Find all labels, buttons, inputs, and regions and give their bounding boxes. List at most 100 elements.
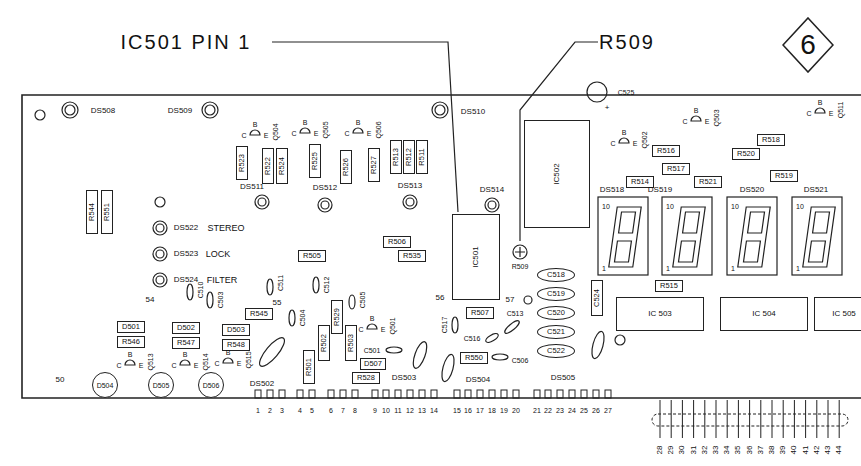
component-outline: D502 — [172, 322, 200, 334]
part-label: IC 503 — [648, 310, 672, 318]
connector-pin-number: 12 — [406, 407, 414, 414]
component-outline: D505 — [148, 372, 174, 398]
leader-line — [520, 42, 598, 241]
component-label: Q504 — [272, 123, 279, 140]
connector-pin-number: 19 — [500, 407, 508, 414]
component-label: E — [633, 140, 638, 147]
component-outline: C519 — [537, 287, 575, 301]
part-label: C522 — [547, 347, 565, 355]
component-outline: R503 — [345, 325, 357, 361]
component-label: DS511 — [240, 183, 264, 191]
component-outline: R512 — [403, 140, 415, 174]
component-outline: R507 — [466, 307, 494, 319]
component-label: E — [829, 110, 834, 117]
part-label: R535 — [403, 252, 421, 260]
component-outline: R518 — [757, 134, 785, 146]
component-label: Q506 — [375, 121, 382, 138]
component-label: Q503 — [713, 109, 720, 126]
component-label: C — [171, 362, 176, 369]
component-label: STEREO — [207, 224, 244, 233]
component-outline: D501 — [117, 321, 145, 333]
component-label: DS502 — [250, 380, 274, 388]
component-label: C501 — [364, 347, 381, 354]
part-label: R505 — [303, 252, 321, 260]
connector-pin-number: 43 — [824, 446, 832, 455]
component-label: B — [128, 351, 133, 358]
connector-pin-number: 13 — [418, 407, 426, 414]
component-label: DS514 — [480, 186, 504, 194]
part-label: R507 — [471, 309, 489, 317]
connector-pin-number: 2 — [268, 407, 272, 414]
component-outline: R545 — [245, 308, 273, 320]
component-label: DS521 — [804, 186, 828, 194]
component-label: C511 — [277, 275, 284, 291]
component-label: 1 — [602, 265, 606, 272]
part-label: C521 — [547, 328, 565, 336]
component-label: E — [367, 130, 372, 137]
component-label: C — [214, 360, 219, 367]
component-outline: D503 — [222, 324, 250, 336]
component-label: C503 — [217, 292, 224, 309]
component-label: E — [237, 360, 242, 367]
component-outline: R526 — [340, 150, 352, 184]
component-label: DS503 — [392, 374, 416, 382]
connector-pin-number: 37 — [757, 446, 765, 455]
part-label: R545 — [250, 310, 268, 318]
part-label: D505 — [153, 382, 170, 389]
connector-pin-number: 29 — [667, 446, 675, 455]
connector-pin-number: 3 — [280, 407, 284, 414]
part-label: R513 — [392, 148, 400, 166]
component-label: 10 — [796, 203, 804, 210]
part-label: R521 — [699, 178, 717, 186]
component-outline: R535 — [398, 250, 426, 262]
component-label: Q513 — [147, 353, 154, 370]
component-outline: R547 — [172, 337, 200, 349]
part-label: R502 — [320, 334, 328, 352]
component-label: C — [358, 326, 363, 333]
component-outline: C521 — [537, 325, 575, 339]
part-label: D506 — [203, 382, 220, 389]
component-label: C516 — [464, 335, 481, 342]
component-label: C510 — [197, 282, 204, 299]
part-label: IC501 — [472, 246, 480, 267]
component-outline: C518 — [537, 268, 575, 282]
connector-pin-number: 1 — [256, 407, 260, 414]
component-label: DS508 — [91, 107, 115, 115]
component-label: C — [682, 118, 687, 125]
connector-pin-number: 20 — [512, 407, 520, 414]
component-label: R509 — [512, 263, 529, 270]
component-label: DS520 — [740, 186, 764, 194]
part-label: R528 — [357, 374, 375, 382]
connector-pin-number: 9 — [373, 407, 377, 414]
component-outline: R519 — [770, 170, 798, 182]
connector-pin-number: 32 — [701, 446, 709, 455]
component-outline: D504 — [92, 372, 118, 398]
connector-pin-number: 10 — [382, 407, 390, 414]
connector-pin-number: 14 — [430, 407, 438, 414]
connector-pin-number: 23 — [556, 407, 564, 414]
connector-pin-number: 21 — [533, 407, 541, 414]
component-label: C517 — [441, 317, 448, 334]
part-label: D502 — [177, 324, 195, 332]
component-outline: C522 — [537, 344, 575, 358]
part-label: IC 505 — [832, 310, 856, 318]
component-outline: R522 — [262, 148, 274, 184]
connector-pin-number: 8 — [353, 407, 357, 414]
part-label: D501 — [122, 323, 140, 331]
part-label: R548 — [227, 341, 245, 349]
component-outline: R546 — [117, 336, 145, 348]
connector-pin-number: 33 — [712, 446, 720, 455]
connector-pin-number: 38 — [768, 446, 776, 455]
component-label: 55 — [273, 299, 282, 307]
component-outline: R524 — [276, 148, 288, 184]
connector-pin-number: 44 — [835, 446, 843, 455]
component-outline: R515 — [655, 280, 683, 292]
component-label: E — [264, 132, 269, 139]
part-label: R516 — [657, 147, 675, 155]
component-outline: R511 — [416, 140, 428, 174]
component-label: B — [303, 119, 308, 126]
part-label: R544 — [88, 203, 96, 221]
component-label: B — [818, 99, 823, 106]
component-label: B — [622, 129, 627, 136]
